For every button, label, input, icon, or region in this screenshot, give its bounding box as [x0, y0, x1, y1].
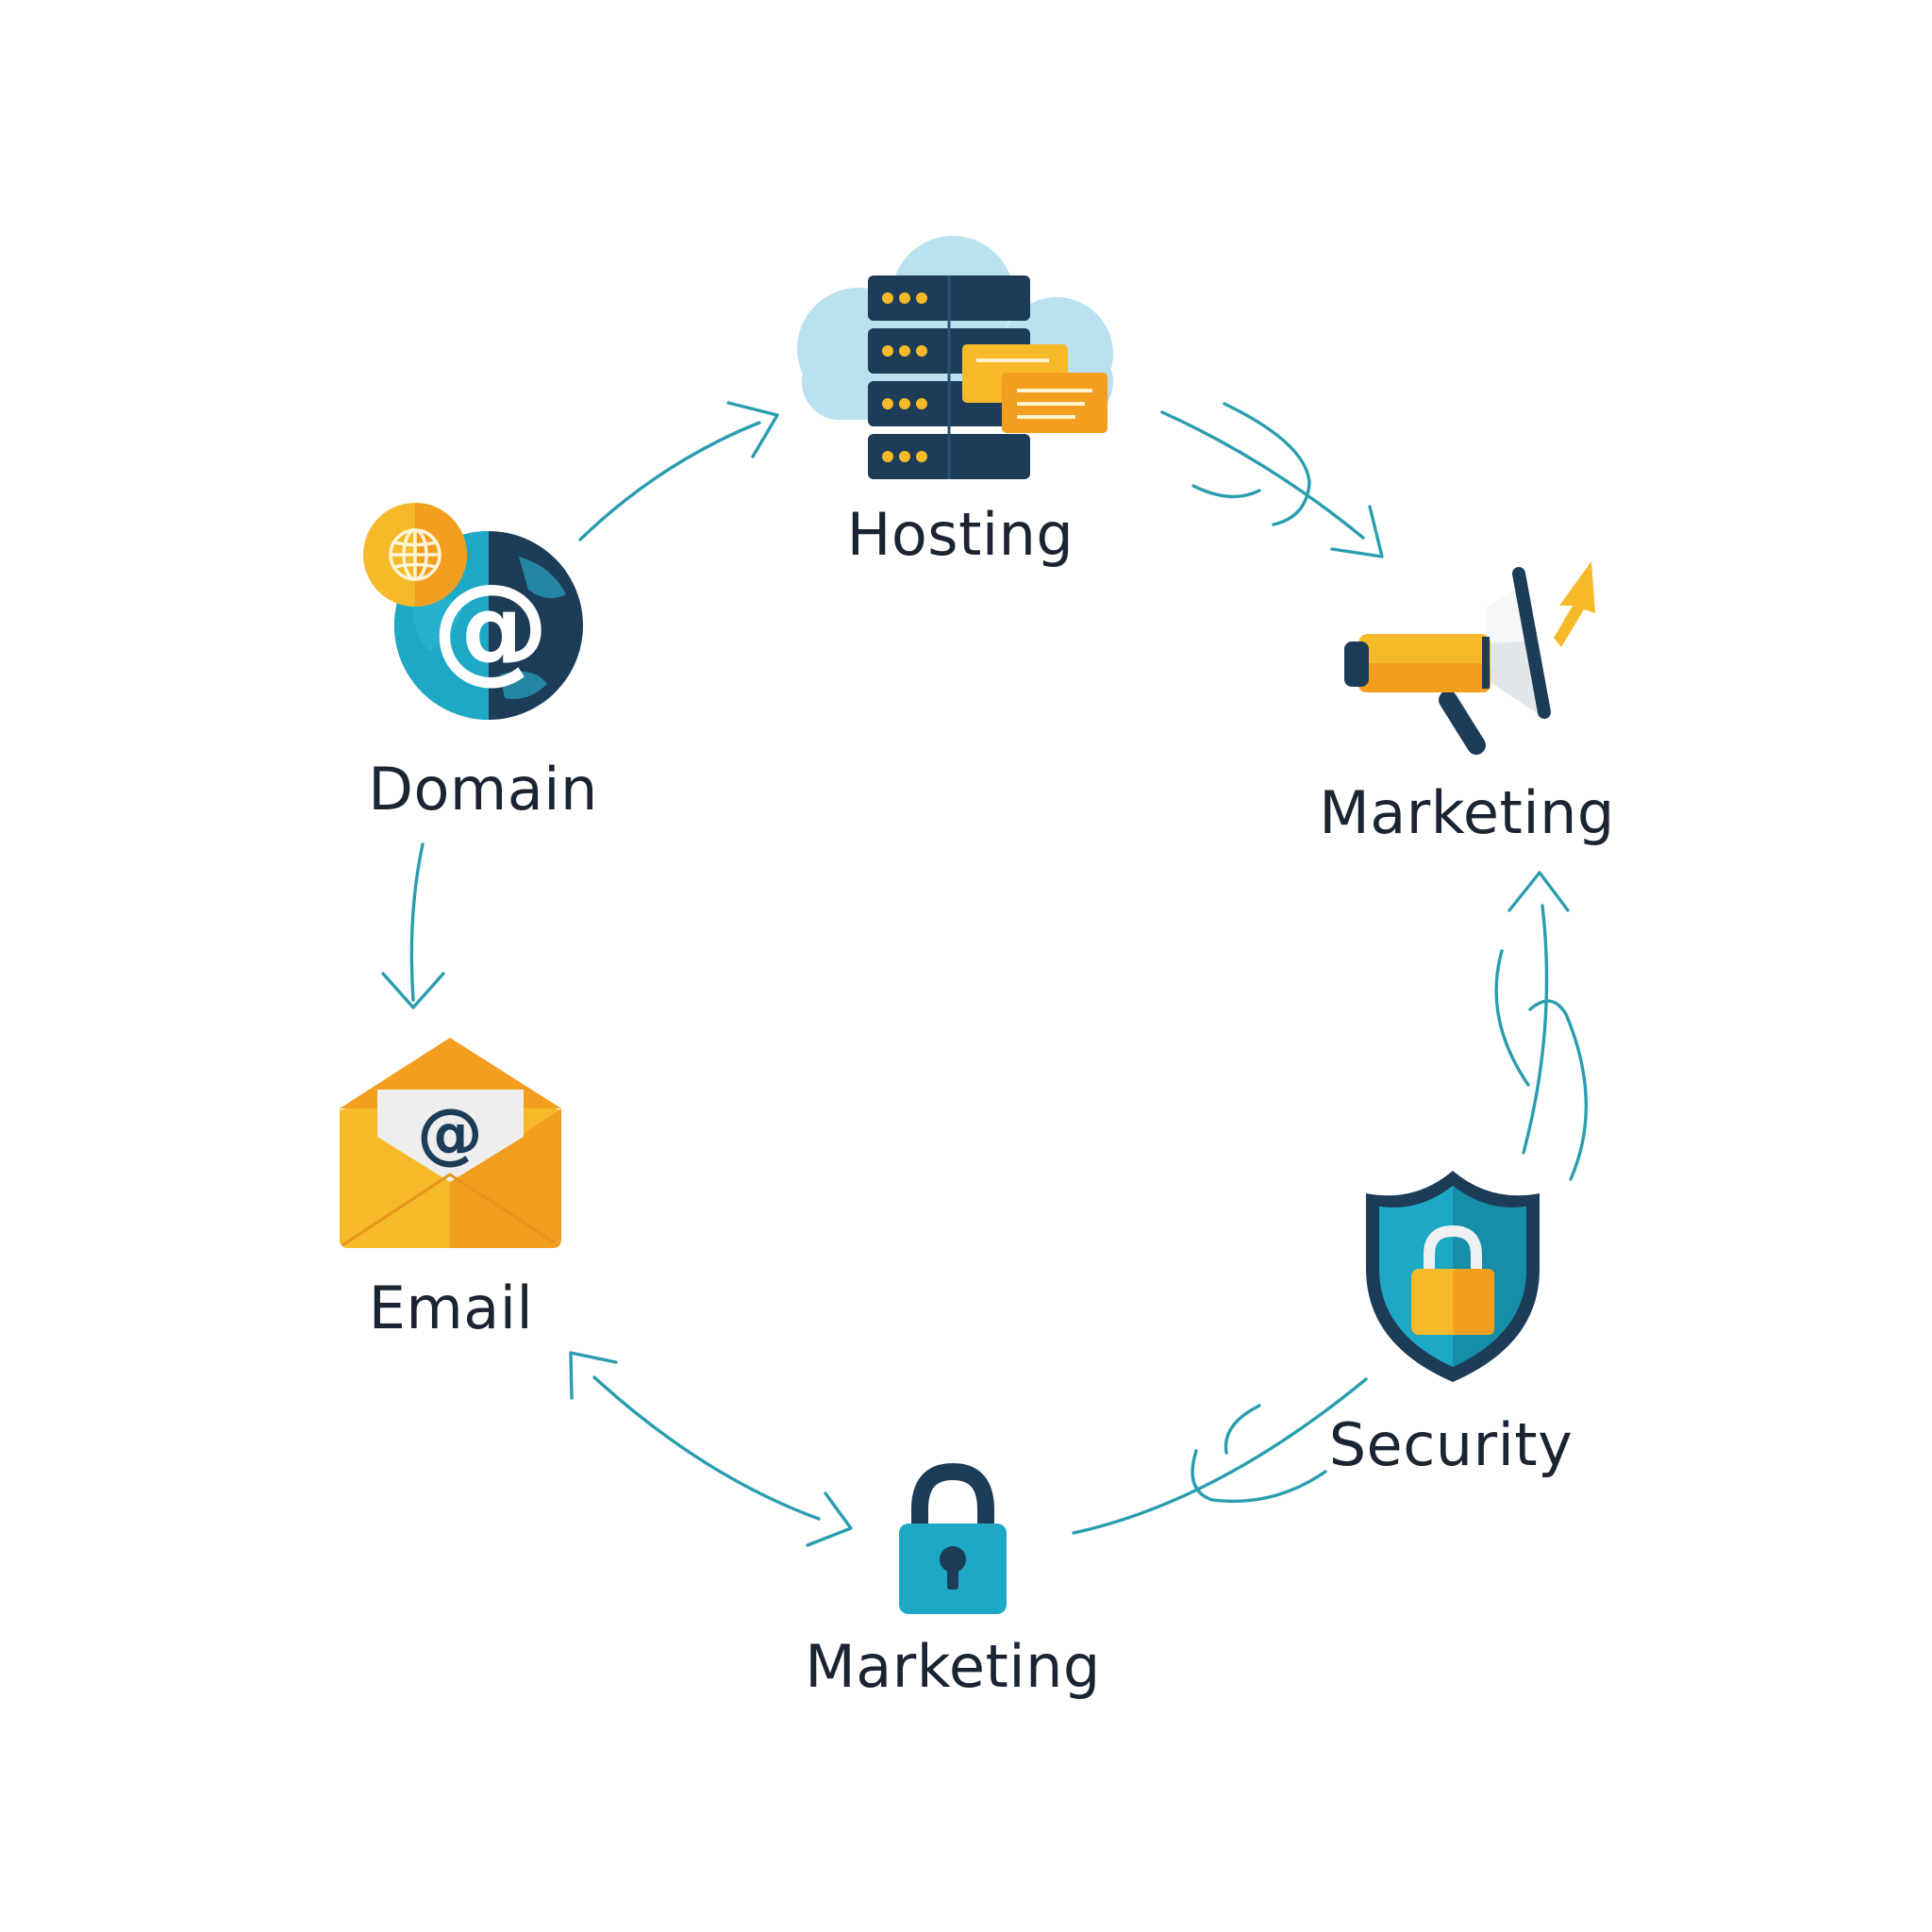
edge-hosting-marketing [1160, 402, 1384, 558]
node-label: Security [1328, 1410, 1574, 1479]
connector-loop [1223, 402, 1311, 526]
globe-at-icon: @ [363, 503, 583, 720]
connector-loop [1191, 1449, 1327, 1504]
node-label: Email [368, 1274, 534, 1342]
connector-loop [1494, 949, 1530, 1087]
envelope-icon: @ [340, 1038, 561, 1248]
node-label: Domain [368, 755, 598, 824]
connector-path [578, 421, 761, 541]
megaphone-icon [1344, 561, 1595, 755]
shield-lock-icon [1366, 1171, 1540, 1382]
connector-path [409, 842, 425, 1002]
arrowhead [806, 1491, 853, 1547]
arrowhead [381, 972, 445, 1009]
edge-security-marketing [1494, 871, 1588, 1181]
node-label: Marketing [1319, 778, 1615, 847]
connector-path [1072, 1377, 1368, 1535]
connector-path [1160, 410, 1365, 540]
edge-domain-email [381, 842, 445, 1009]
arrowhead [1330, 505, 1384, 558]
connector-loop [1528, 999, 1588, 1181]
arrowhead [726, 401, 779, 458]
connector-path [1522, 904, 1549, 1155]
server-cloud-icon [797, 236, 1113, 479]
node-label: Hosting [846, 500, 1074, 569]
arrowhead [569, 1351, 618, 1400]
node-label: Marketing [805, 1632, 1101, 1701]
connector-loop [1191, 484, 1261, 499]
svg-text:@: @ [417, 1094, 483, 1172]
padlock-icon [899, 1462, 1007, 1614]
edge-marketing-email [569, 1351, 853, 1547]
edge-security-marketing-bottom [1072, 1377, 1368, 1535]
edge-domain-hosting [578, 401, 779, 541]
connector-loop [1224, 1404, 1261, 1455]
arrowhead [1507, 871, 1570, 912]
connector-path [592, 1375, 821, 1521]
